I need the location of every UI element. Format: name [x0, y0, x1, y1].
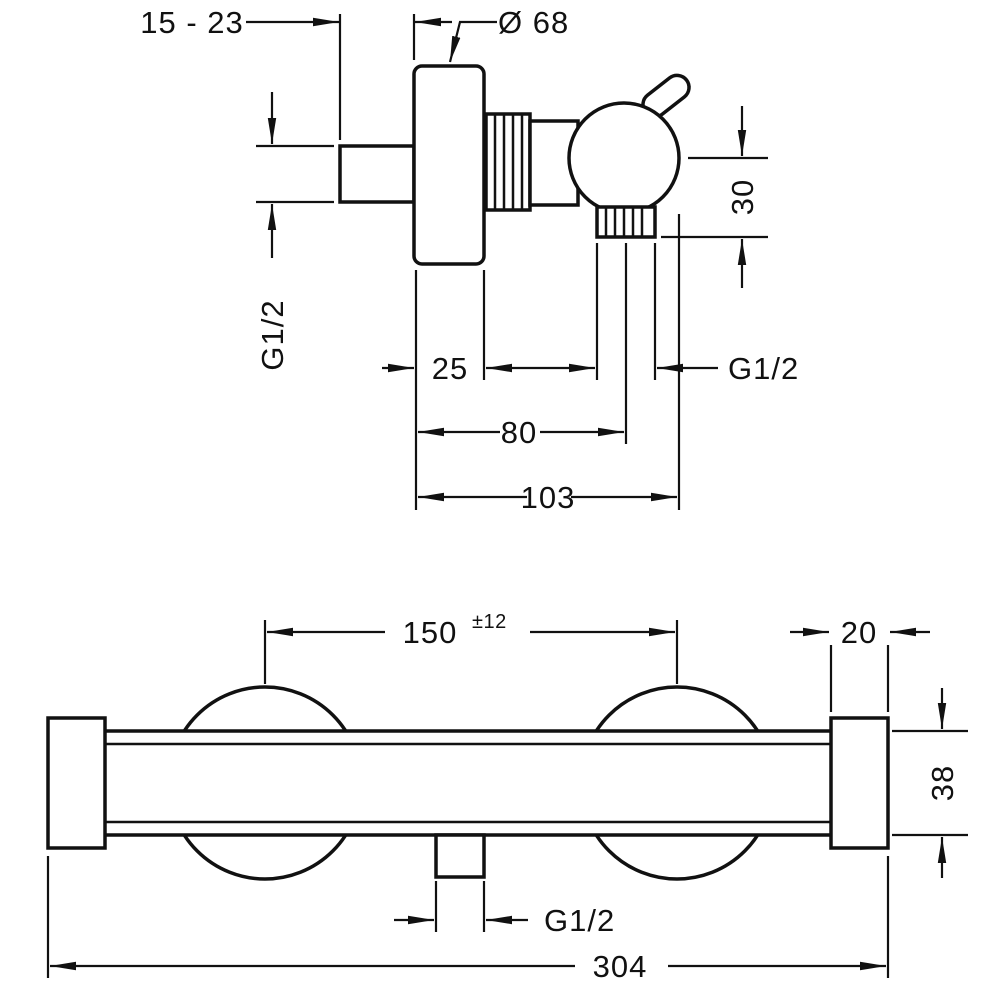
- dim-escutcheon-diameter-leader: [448, 20, 497, 63]
- hose-thread-label: G1/2: [544, 903, 615, 938]
- front-view-dimensions: [46, 620, 968, 978]
- connection-nut: [484, 112, 532, 212]
- dim-bar-diameter: [892, 688, 968, 878]
- dim-end-cap: [790, 627, 930, 712]
- extension-lines: [414, 214, 681, 510]
- dim-inlet-thread: [256, 92, 334, 258]
- escutcheon-depth-label: 25: [432, 351, 468, 386]
- escutcheon-plate: [412, 64, 486, 266]
- hose-outlet: [595, 205, 657, 239]
- bar-diameter-label: 38: [925, 765, 960, 801]
- outlet-thread-label: G1/2: [728, 351, 799, 386]
- dim-hose-thread: [394, 881, 528, 932]
- left-end-cap: [46, 716, 107, 850]
- projection-103-label: 103: [521, 480, 576, 515]
- side-view: [338, 64, 691, 266]
- end-cap-label: 20: [841, 615, 877, 650]
- projection-80-label: 80: [501, 415, 537, 450]
- inlet-union: [338, 144, 416, 204]
- hose-nipple: [434, 833, 486, 879]
- center-distance-tolerance-label: ±12: [472, 611, 507, 633]
- front-view: [46, 685, 890, 881]
- wall-depth-label: 15 - 23: [140, 5, 244, 40]
- dim-center-distance: [263, 620, 679, 684]
- mixer-bar: [101, 729, 835, 837]
- outlet-drop-label: 30: [725, 179, 760, 215]
- right-end-cap: [829, 716, 890, 850]
- handle-knob: [567, 101, 681, 215]
- center-distance-label: 150: [403, 615, 458, 650]
- dim-wall-depth: [246, 14, 452, 140]
- side-view-dimensions: [246, 14, 768, 510]
- overall-width-label: 304: [593, 949, 648, 984]
- dim-overall-width: [46, 856, 890, 978]
- inlet-thread-label: G1/2: [255, 299, 290, 370]
- escutcheon-diameter-label: Ø 68: [498, 5, 569, 40]
